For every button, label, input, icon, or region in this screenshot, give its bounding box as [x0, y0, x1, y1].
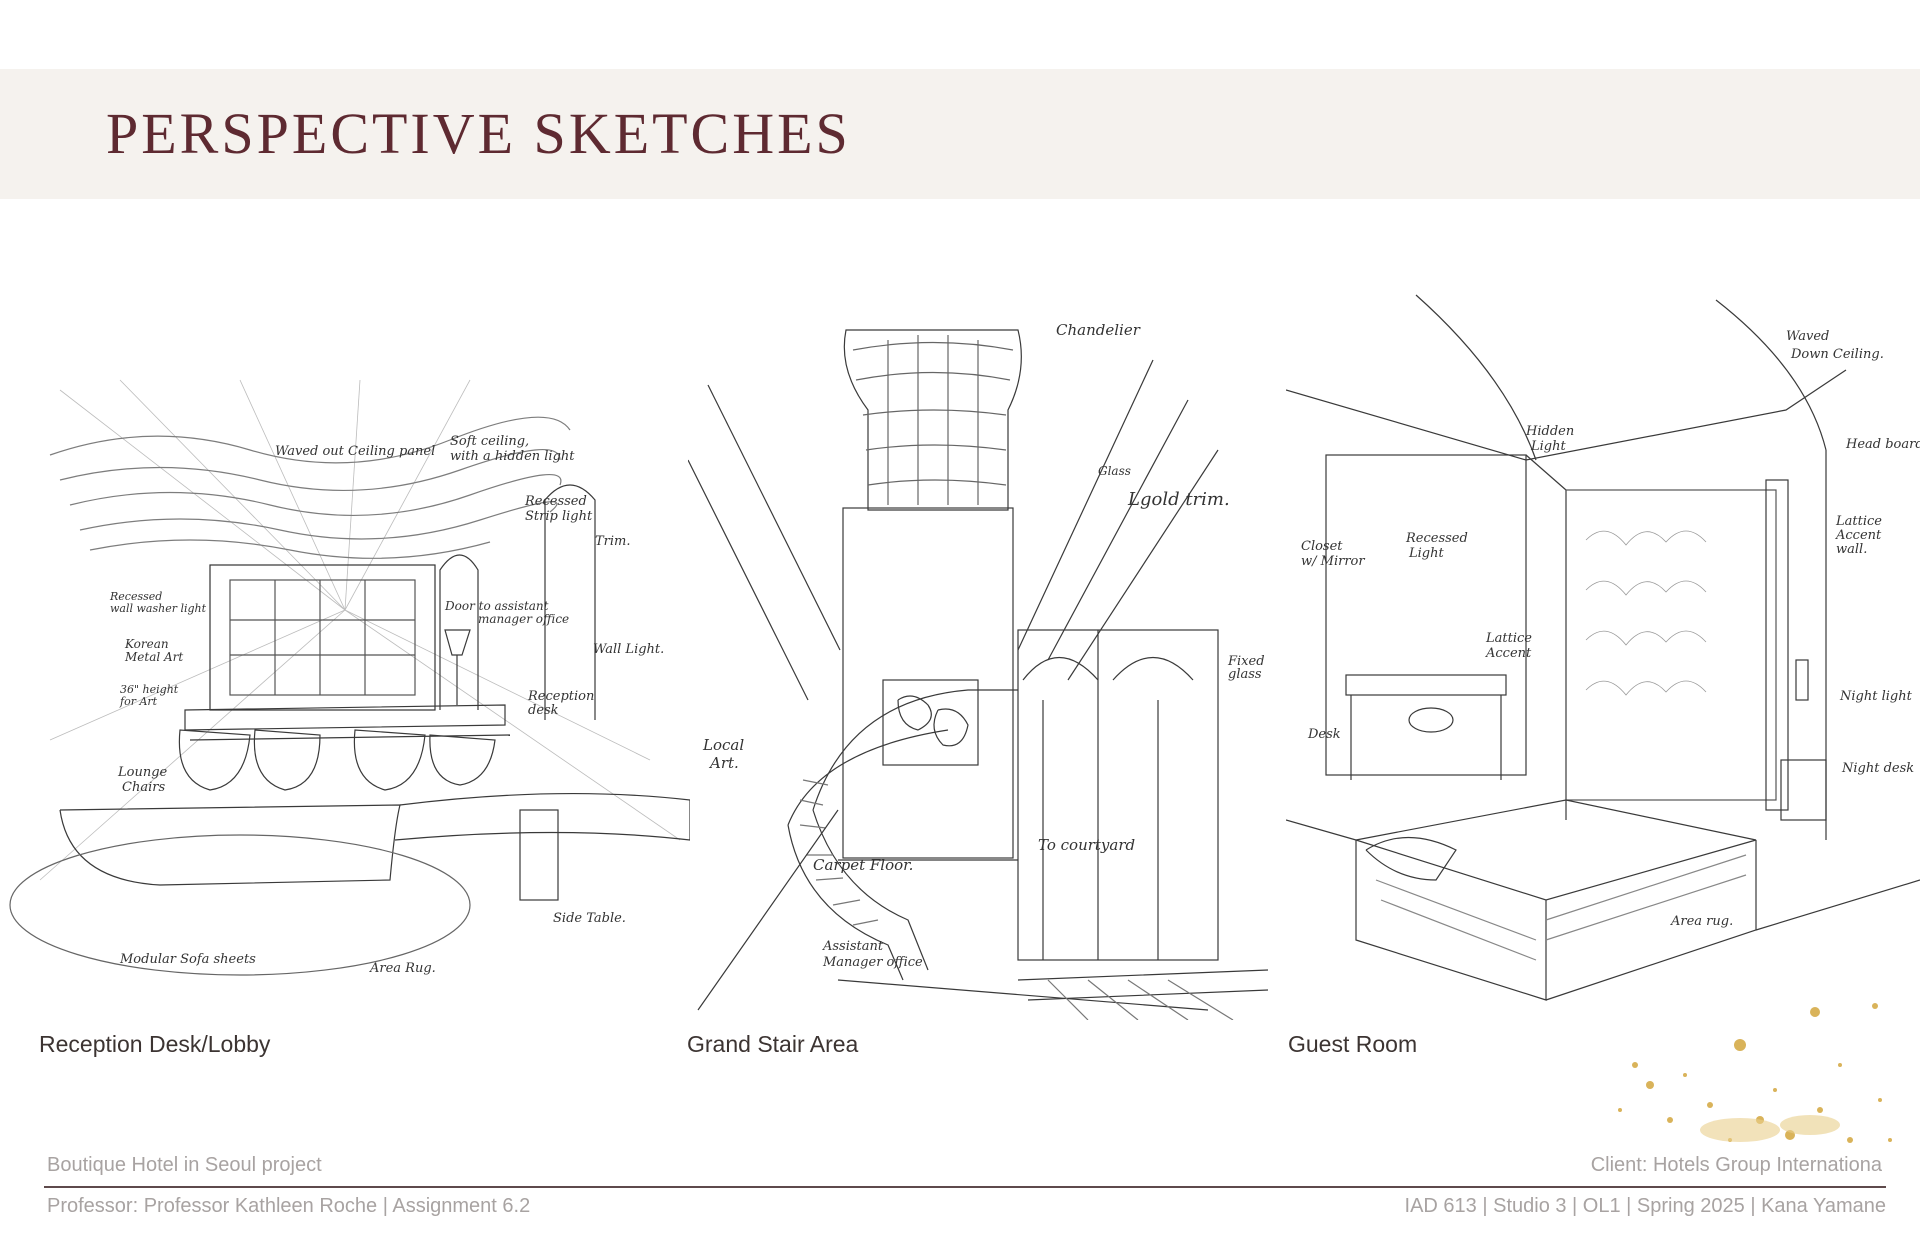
svg-text:for Art: for Art — [119, 695, 158, 708]
svg-text:wall washer light: wall washer light — [110, 602, 207, 615]
svg-text:Trim.: Trim. — [595, 534, 631, 549]
svg-text:Waved out Ceiling panel: Waved out Ceiling panel — [275, 444, 435, 459]
sketch-reception-lobby: Waved out Ceiling panel Soft ceiling, wi… — [0, 280, 690, 1020]
svg-text:Lgold trim.: Lgold trim. — [1127, 489, 1230, 510]
svg-text:manager office: manager office — [478, 612, 569, 626]
gold-splatter-decoration — [1590, 990, 1920, 1170]
svg-text:Hidden: Hidden — [1525, 424, 1574, 439]
svg-text:Reception: Reception — [527, 689, 594, 704]
page-title: PERSPECTIVE SKETCHES — [106, 101, 851, 166]
svg-text:Side Table.: Side Table. — [553, 911, 626, 926]
svg-text:Wall Light.: Wall Light. — [593, 642, 664, 657]
svg-text:Closet: Closet — [1301, 539, 1343, 554]
svg-text:Chairs: Chairs — [122, 780, 165, 795]
svg-text:Modular Sofa sheets: Modular Sofa sheets — [119, 952, 256, 967]
svg-text:Lattice: Lattice — [1485, 631, 1532, 646]
svg-text:36" height: 36" height — [120, 683, 179, 696]
svg-text:Area Rug.: Area Rug. — [369, 961, 436, 976]
svg-text:desk: desk — [528, 703, 559, 718]
svg-text:Glass: Glass — [1098, 464, 1131, 478]
svg-text:Desk: Desk — [1307, 727, 1341, 742]
svg-text:Chandelier: Chandelier — [1056, 321, 1141, 339]
svg-text:Light: Light — [1530, 439, 1566, 454]
svg-text:Accent: Accent — [1835, 528, 1882, 543]
svg-text:Night desk: Night desk — [1841, 761, 1914, 776]
svg-text:Art.: Art. — [708, 754, 739, 772]
svg-text:Lattice: Lattice — [1835, 514, 1882, 529]
caption-guest-room: Guest Room — [1288, 1031, 1418, 1057]
svg-text:with a hidden light: with a hidden light — [450, 449, 575, 464]
svg-text:Recessed: Recessed — [1405, 531, 1468, 546]
svg-text:Light: Light — [1408, 546, 1444, 561]
svg-text:Waved: Waved — [1786, 329, 1829, 344]
svg-text:Accent: Accent — [1485, 646, 1532, 661]
svg-text:Metal Art: Metal Art — [124, 650, 183, 664]
svg-text:Local: Local — [702, 736, 744, 754]
svg-text:Area rug.: Area rug. — [1670, 914, 1733, 929]
svg-text:Fixed: Fixed — [1227, 654, 1265, 669]
footer-client: Client: Hotels Group Internationa — [1590, 1154, 1882, 1176]
svg-text:Strip light: Strip light — [525, 509, 593, 524]
svg-text:Recessed: Recessed — [109, 590, 162, 603]
svg-text:Lounge: Lounge — [117, 765, 168, 780]
caption-grand-stair: Grand Stair Area — [687, 1031, 859, 1057]
svg-text:Soft ceiling,: Soft ceiling, — [450, 434, 529, 449]
svg-text:Assistant: Assistant — [822, 939, 884, 954]
svg-text:Recessed: Recessed — [524, 494, 587, 509]
svg-text:Door to assistant: Door to assistant — [444, 599, 549, 613]
svg-text:Carpet Floor.: Carpet Floor. — [813, 856, 913, 874]
footer-course: IAD 613 | Studio 3 | OL1 | Spring 2025 |… — [1404, 1195, 1886, 1217]
svg-text:glass: glass — [1228, 667, 1262, 682]
title-band — [0, 69, 1920, 199]
svg-text:wall.: wall. — [1836, 542, 1867, 557]
svg-text:Down Ceiling.: Down Ceiling. — [1790, 347, 1884, 362]
svg-text:Head board: Head board — [1845, 437, 1920, 452]
footer-professor: Professor: Professor Kathleen Roche | As… — [47, 1195, 531, 1217]
svg-text:To courtyard: To courtyard — [1038, 836, 1135, 854]
svg-text:Manager office: Manager office — [822, 955, 923, 970]
footer-project: Boutique Hotel in Seoul project — [47, 1154, 322, 1176]
footer-divider — [44, 1186, 1886, 1188]
caption-reception-lobby: Reception Desk/Lobby — [39, 1031, 271, 1057]
svg-text:Night light: Night light — [1839, 689, 1913, 704]
svg-text:w/ Mirror: w/ Mirror — [1301, 554, 1365, 569]
svg-text:Korean: Korean — [124, 637, 169, 651]
